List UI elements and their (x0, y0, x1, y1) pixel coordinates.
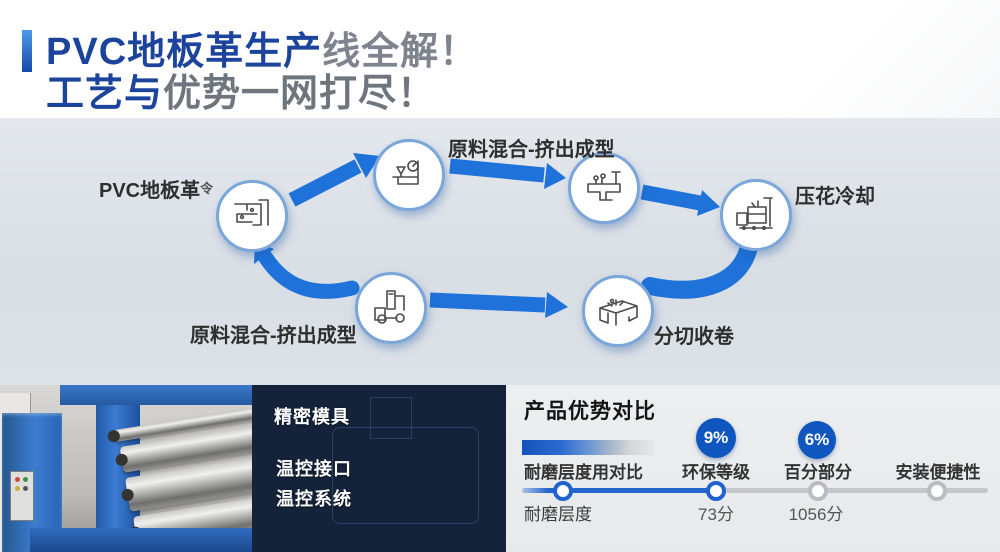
column-label-eco: 环保等级 (682, 463, 750, 482)
sub-label-73: 73分 (698, 505, 734, 524)
vertical-extruder-machine-icon (374, 290, 405, 324)
label-mix-extrude-top: 原料混合-挤出成型 (448, 139, 615, 161)
photo-machine-base (30, 528, 252, 552)
node-slitter (582, 275, 654, 347)
sub-label-1056: 1056分 (788, 505, 844, 524)
arrow-extrude-to-press (449, 158, 566, 189)
circuit-chip-small (370, 397, 412, 439)
photo-frame-beam (60, 385, 252, 405)
arrow-mix2-to-start (254, 241, 360, 299)
arrow-mix-to-extrude (288, 153, 380, 207)
arrow-emboss-to-slit (641, 233, 759, 299)
sub-label-wear: 耐磨层度 (524, 505, 592, 524)
panel-light-green (23, 477, 28, 482)
badge-9-percent: 9% (696, 418, 736, 458)
column-label-percent: 百分部分 (784, 463, 852, 482)
timeline-marker-1 (553, 481, 573, 501)
forming-press-machine-icon (587, 171, 621, 201)
comparison-panel: 产品优势对比 9% 6% 耐磨层度用对比 环保等级 百分部分 安装便捷性 耐磨层… (506, 385, 1000, 552)
mixer-gauge-machine-icon (392, 160, 419, 185)
slitting-table-machine-icon (599, 298, 638, 326)
title-line1-gray: 线全解！ (322, 31, 479, 73)
flow-arrows (254, 153, 759, 318)
label-mix-extrude-bottom: 原料混合-挤出成型 (190, 325, 357, 347)
column-label-install: 安装便捷性 (895, 463, 981, 482)
feature-temp-interface: 温控接口 (276, 459, 352, 479)
column-label-wear: 耐磨层度用对比 (524, 463, 643, 482)
label-slit-wind: 分切收卷 (654, 326, 734, 348)
timeline-marker-2 (706, 481, 726, 501)
timeline-marker-3 (808, 481, 828, 501)
calender-machine-icon (234, 199, 269, 226)
accent-bar (22, 30, 32, 72)
arrow-mix2-to-slit (429, 292, 568, 318)
panel-light-red (15, 477, 20, 482)
node-calender (216, 180, 288, 252)
feature-temp-system: 温控系统 (276, 489, 352, 509)
circuit-chip-outline (332, 427, 479, 524)
arrow-press-to-emboss (640, 184, 720, 216)
node-press (568, 152, 640, 224)
feature-precision-mold: 精密模具 (274, 407, 350, 427)
bottom-strip: 精密模具 温控接口 温控系统 产品优势对比 9% 6% 耐磨层度用对比 环保等级… (0, 385, 1000, 552)
feature-panel: 精密模具 温控接口 温控系统 (252, 385, 506, 552)
embossing-cooling-machine-icon (736, 197, 773, 230)
node-emboss (720, 179, 792, 251)
machine-photo (0, 385, 252, 552)
photo-control-panel (10, 471, 34, 521)
process-flow-diagram: PVC地板革令 原料混合-挤出成型 压花冷却 原料混合-挤出成型 分切收卷 (0, 118, 1000, 385)
node-mixer (373, 139, 445, 211)
panel-light-dark (23, 486, 28, 491)
timeline-track (522, 488, 988, 493)
node-extruder (355, 272, 427, 344)
timeline-progress (522, 488, 716, 493)
title-line1-blue: PVC地板革生产 (46, 31, 323, 73)
title-line2-gray: 优势一网打尽！ (163, 73, 437, 115)
label-start: PVC地板革令 (99, 180, 214, 202)
timeline-marker-4 (927, 481, 947, 501)
badge-6-percent: 6% (798, 421, 836, 459)
header: PVC地板革生产线全解！ 工艺与优势一网打尽！ (0, 0, 1000, 118)
label-emboss-cool: 压花冷却 (795, 186, 875, 208)
title-line2-blue: 工艺与 (46, 73, 164, 115)
comparison-title: 产品优势对比 (524, 400, 656, 423)
panel-light-yellow (15, 486, 20, 491)
title-line-2: 工艺与优势一网打尽！ (46, 62, 436, 117)
title-line-1: PVC地板革生产线全解！ (46, 20, 478, 75)
wear-gradient-bar (522, 440, 654, 455)
